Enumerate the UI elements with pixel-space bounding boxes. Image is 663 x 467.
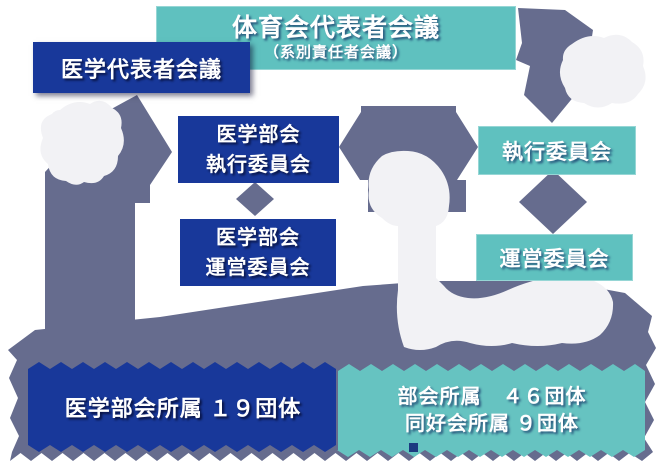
medical-steering-line1: 医学部会 — [216, 223, 300, 253]
steering-committee-label: 運営委員会 — [500, 243, 610, 273]
exec-committee-label: 執行委員会 — [502, 136, 612, 166]
node-medical-council: 医学代表者会議 — [33, 42, 250, 93]
top-council-subtitle: （系別責任者会議） — [264, 44, 408, 62]
medical-exec-line1: 医学部会 — [217, 120, 301, 150]
medical-steering-line2: 運営委員会 — [206, 253, 311, 283]
top-council-title: 体育会代表者会議 — [232, 14, 440, 44]
connector-diamond-medical — [236, 182, 274, 216]
connector-diamond-right — [519, 170, 587, 234]
white-blob-left — [40, 101, 123, 185]
white-blob-right — [560, 35, 646, 108]
medical-groups-label: 医学部会所属 １９団体 — [65, 391, 302, 423]
node-groups: 部会所属 ４６団体 同好会所属 ９団体 — [345, 370, 639, 452]
node-steering-committee: 運営委員会 — [476, 234, 633, 281]
medical-council-label: 医学代表者会議 — [61, 52, 222, 84]
node-medical-groups: 医学部会所属 １９団体 — [32, 366, 334, 448]
node-medical-exec: 医学部会 執行委員会 — [178, 116, 339, 183]
groups-line2: 同好会所属 ９団体 — [405, 411, 579, 438]
node-medical-steering: 医学部会 運営委員会 — [180, 219, 336, 286]
groups-line1: 部会所属 ４６団体 — [398, 384, 587, 411]
medical-exec-line2: 執行委員会 — [206, 150, 311, 180]
node-exec-committee: 執行委員会 — [478, 126, 636, 175]
